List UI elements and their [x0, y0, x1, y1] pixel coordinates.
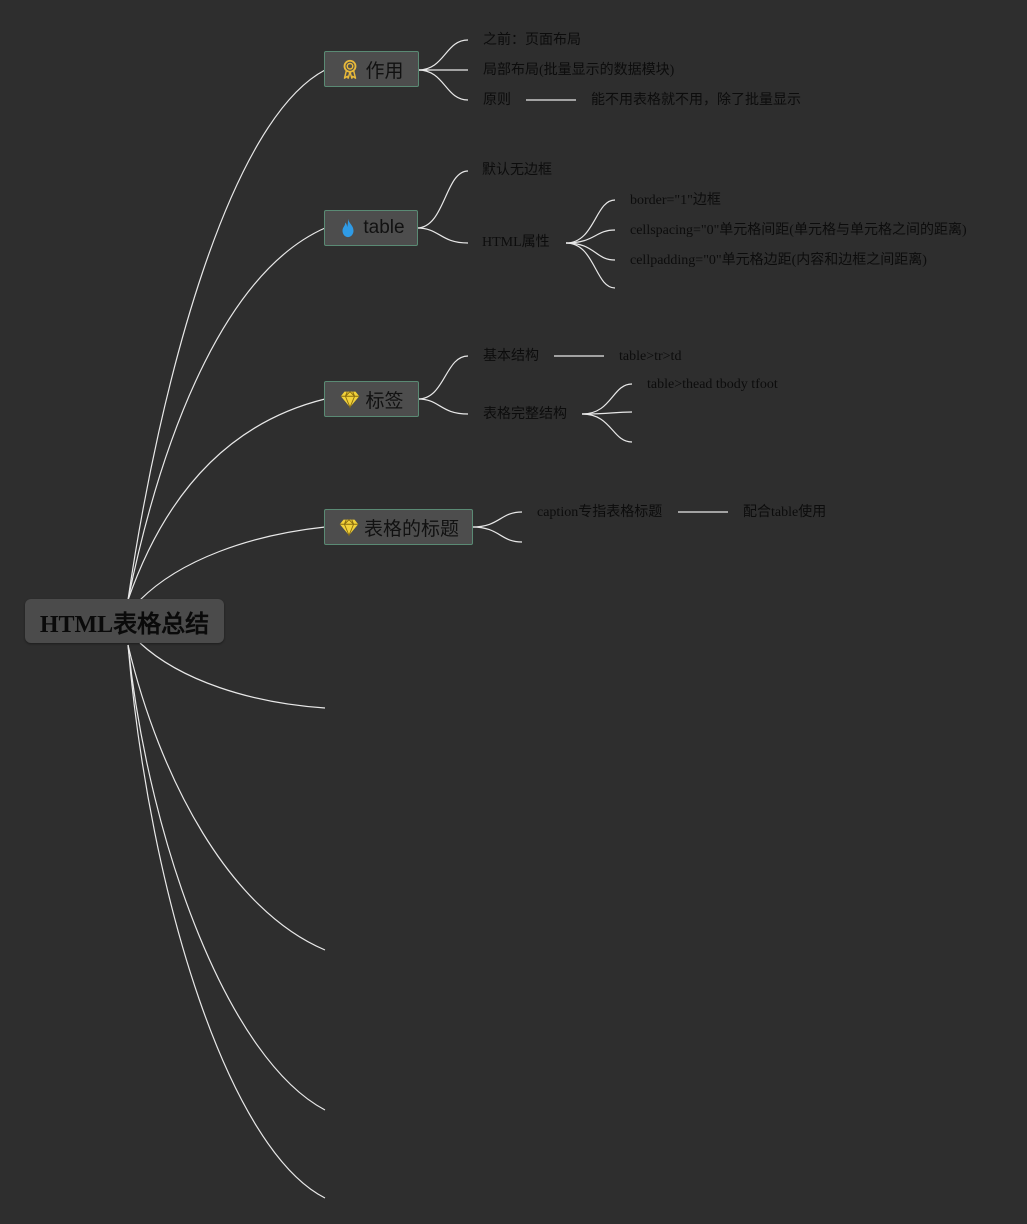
leaf-item[interactable]: HTML属性 — [482, 235, 550, 250]
root-connector-6 — [127, 644, 326, 951]
branch-node-tags[interactable]: 标签 — [324, 381, 419, 417]
leaf-detail[interactable]: 能不用表格就不用，除了批量显示 — [591, 93, 801, 108]
leaf-detail[interactable]: table>thead tbody tfoot — [647, 377, 778, 392]
root-connector-7 — [127, 644, 326, 1111]
diamond-icon — [338, 516, 360, 538]
root-node[interactable]: HTML表格总结 — [25, 599, 224, 643]
leaf-detail[interactable]: cellpadding="0"单元格边距(内容和边框之间距离) — [630, 253, 927, 268]
leaf-item[interactable]: 基本结构 — [483, 349, 539, 364]
leaf-item[interactable]: 之前：页面布局 — [483, 33, 581, 48]
root-label: HTML表格总结 — [39, 611, 210, 638]
leaf-item[interactable]: 表格完整结构 — [483, 407, 567, 422]
leaf-detail[interactable]: cellspacing="0"单元格间距(单元格与单元格之间的距离) — [630, 223, 967, 238]
root-connector-8 — [127, 644, 326, 1199]
branch-label: 标签 — [365, 390, 404, 412]
root-connector-3 — [127, 398, 326, 601]
root-connector-5 — [139, 642, 326, 709]
leaf-detail[interactable]: 配合table使用 — [743, 505, 827, 520]
branch-node-purpose[interactable]: 作用 — [324, 51, 419, 87]
branch-label: 表格的标题 — [363, 518, 459, 540]
branch-label: table — [363, 217, 405, 238]
leaf-item[interactable]: 局部布局(批量显示的数据模块) — [483, 63, 675, 78]
leaf-item[interactable]: 默认无边框 — [482, 163, 552, 178]
leaf-detail[interactable]: border="1"边框 — [630, 193, 721, 208]
flame-icon — [337, 217, 359, 239]
award-ribbon-icon — [339, 58, 361, 80]
leaf-item[interactable]: caption专指表格标题 — [537, 505, 663, 520]
root-connector-2 — [127, 227, 326, 601]
branch-node-table[interactable]: table — [324, 210, 418, 246]
branch-node-caption[interactable]: 表格的标题 — [324, 509, 473, 545]
leaf-item[interactable]: 原则 — [483, 93, 511, 108]
root-connector-4 — [139, 526, 326, 601]
branch-label: 作用 — [365, 60, 404, 82]
leaf-detail[interactable]: table>tr>td — [619, 349, 682, 364]
diamond-icon — [339, 388, 361, 410]
root-connector-1 — [127, 69, 326, 601]
